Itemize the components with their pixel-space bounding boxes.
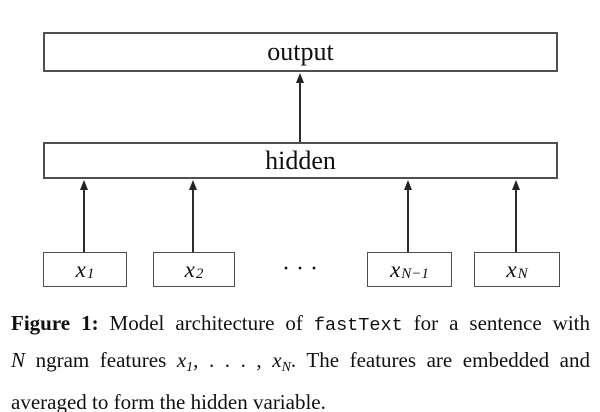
arrow-line-x2-to-hidden <box>192 189 194 252</box>
caption-text: . The features are embedded and <box>290 348 590 372</box>
caption-math-x: x <box>176 348 187 372</box>
caption-figure-label: Figure 1: <box>11 311 99 335</box>
input-label-xn-sub: N <box>517 266 528 282</box>
input-label-xn1-base: x <box>390 256 401 282</box>
caption-text: , . . . , <box>193 348 273 372</box>
figure-caption: Figure 1: Model architecture of fastText… <box>11 306 590 412</box>
hidden-layer-box: hidden <box>43 142 558 179</box>
arrow-line-xn-to-hidden <box>515 189 517 252</box>
caption-code-fasttext: fastText <box>313 315 403 336</box>
caption-math-x: x <box>272 348 282 372</box>
caption-line-3: averaged to form the hidden variable. <box>11 385 590 412</box>
arrow-line-x1-to-hidden <box>83 189 85 252</box>
caption-text: ngram features <box>25 348 177 372</box>
input-label-xn1-sub: N−1 <box>401 266 429 282</box>
input-label-x2-base: x <box>184 256 195 282</box>
caption-math-sub: 1 <box>186 360 194 375</box>
caption-math-sub: N <box>281 360 291 375</box>
input-label-x1-sub: 1 <box>86 266 95 282</box>
arrow-up-icon <box>188 180 197 190</box>
input-label-xn-base: x <box>506 256 517 282</box>
arrow-line-hidden-to-output <box>299 82 301 142</box>
output-layer-label: output <box>267 37 334 66</box>
caption-line-1: Figure 1: Model architecture of fastText… <box>11 306 590 343</box>
arrow-line-xn1-to-hidden <box>407 189 409 252</box>
hidden-layer-label: hidden <box>265 145 336 175</box>
caption-text: averaged to form the hidden variable. <box>11 390 326 412</box>
input-label-x2-sub: 2 <box>195 266 204 282</box>
caption-text: for a sentence with <box>402 311 591 335</box>
arrow-up-icon <box>403 180 412 190</box>
output-layer-box: output <box>43 32 558 72</box>
arrow-up-icon <box>79 180 88 190</box>
caption-line-2: N ngram features x1, . . . , xN. The fea… <box>11 343 590 385</box>
arrow-up-icon <box>511 180 520 190</box>
ellipsis-dots: · · · <box>282 255 318 282</box>
caption-math-N: N <box>11 348 26 372</box>
arrow-up-icon <box>295 73 304 83</box>
input-label-x1-base: x <box>75 256 86 282</box>
caption-text: Model architecture of <box>98 311 314 335</box>
